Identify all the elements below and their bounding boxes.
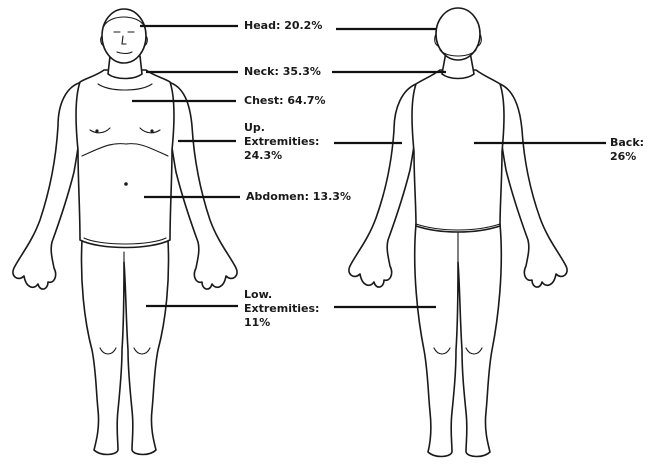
label-low-extremities: Low. Extremities: 11% xyxy=(242,288,321,330)
front-legs xyxy=(81,240,168,455)
label-abdomen: Abdomen: 13.3% xyxy=(244,190,353,204)
label-head: Head: 20.2% xyxy=(242,19,324,33)
label-chest: Chest: 64.7% xyxy=(242,94,328,108)
label-back: Back: 26% xyxy=(608,136,671,164)
front-right-arm xyxy=(166,82,237,289)
back-torso xyxy=(412,70,504,232)
back-left-arm xyxy=(349,84,420,287)
back-right-arm xyxy=(496,84,567,287)
front-left-arm xyxy=(13,82,84,289)
back-figure xyxy=(349,8,567,457)
front-torso xyxy=(76,70,174,248)
label-neck: Neck: 35.3% xyxy=(242,65,323,79)
front-figure xyxy=(13,9,237,455)
label-up-extremities: Up. Extremities: 24.3% xyxy=(242,121,321,163)
